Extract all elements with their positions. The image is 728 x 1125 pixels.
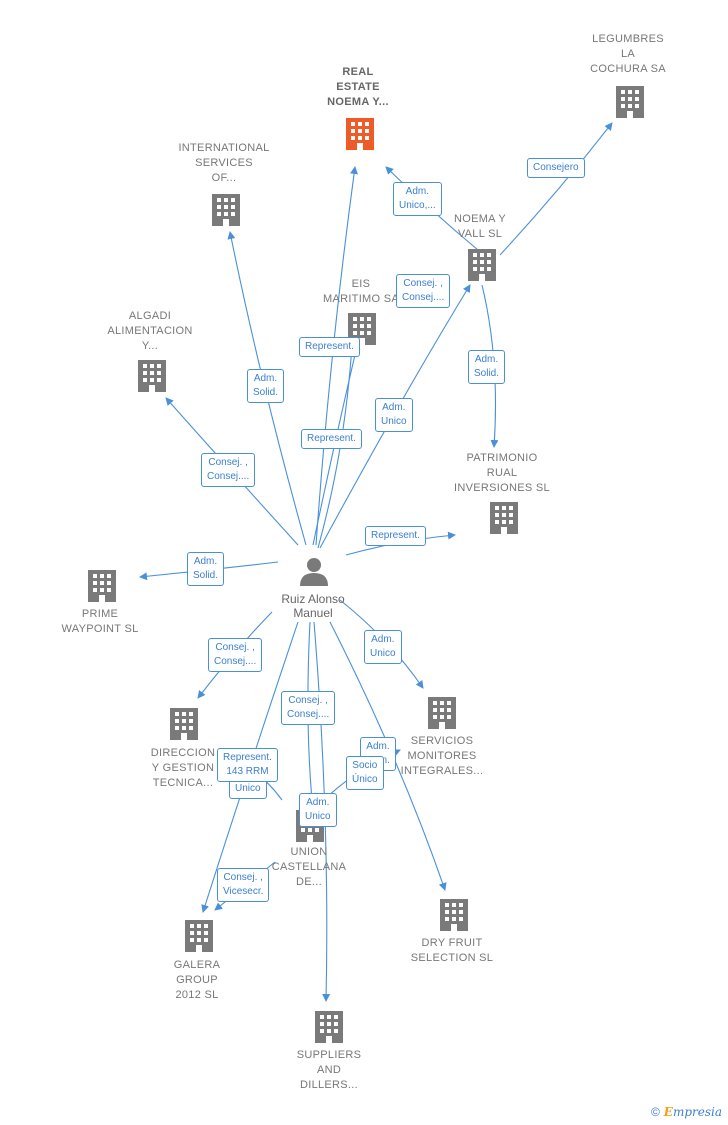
building-icon — [170, 708, 198, 740]
node-label: DIRECCION Y GESTION TECNICA... — [150, 747, 216, 789]
building-icon — [185, 920, 213, 952]
node-label: SERVICIOS MONITORES INTEGRALES... — [400, 735, 484, 777]
building-icon — [616, 86, 644, 118]
edge-label-consej[interactable]: Consej. , Consej.... — [396, 274, 451, 308]
building-icon — [315, 1011, 343, 1043]
edge-label-consej[interactable]: Consej. , Consej.... — [201, 453, 256, 487]
edge-label-adm-solid[interactable]: Adm. Solid. — [247, 369, 285, 403]
node-label: NOEMA Y VALL SL — [453, 213, 507, 240]
building-icon — [490, 502, 518, 534]
building-icon — [428, 697, 456, 729]
edge-label-adm-unico[interactable]: Adm. Unico — [299, 793, 337, 827]
edge-label-consej-vicesecr[interactable]: Consej. , Vicesecr. — [217, 868, 270, 902]
edge-label-adm-unico[interactable]: Adm. Unico — [364, 630, 402, 664]
node-label: REAL ESTATE NOEMA Y... — [327, 66, 389, 108]
building-icon — [468, 249, 496, 281]
edge-label-consej[interactable]: Consej. , Consej.... — [208, 638, 263, 672]
node-label: GALERA GROUP 2012 SL — [173, 959, 221, 1001]
building-icon — [138, 360, 166, 392]
empresia-logo[interactable]: ©Empresia — [651, 1105, 722, 1119]
edge-label-represent-143[interactable]: Represent. 143 RRM — [217, 748, 278, 782]
building-icon — [88, 570, 116, 602]
node-label: EIS MARITIMO SA — [322, 278, 400, 305]
edge-label-socio-unico[interactable]: Socio Único — [346, 756, 384, 790]
edge-legumbres — [499, 122, 613, 256]
edge-label-adm-solid[interactable]: Adm. Solid. — [187, 552, 225, 586]
node-label: UNION CASTELLANA DE... — [271, 846, 347, 888]
edge-label-adm-unico[interactable]: Adm. Unico,... — [393, 182, 442, 216]
edge-label-represent[interactable]: Represent. — [299, 337, 360, 357]
building-icon-main — [346, 118, 374, 150]
brand-name: mpresia — [672, 1105, 722, 1119]
person-label: Ruiz Alonso Manuel — [281, 592, 345, 620]
node-label: INTERNATIONAL SERVICES OF... — [178, 142, 270, 184]
person-icon — [300, 558, 328, 586]
edge-label-adm-solid[interactable]: Adm. Solid. — [468, 350, 506, 384]
building-icon — [212, 194, 240, 226]
building-icon — [440, 899, 468, 931]
copyright-symbol: © — [650, 1105, 660, 1119]
node-label: LEGUMBRES LA COCHURA SA — [590, 33, 666, 75]
node-label: SUPPLIERS AND DILLERS... — [296, 1049, 362, 1091]
node-label: DRY FRUIT SELECTION SL — [410, 937, 494, 964]
node-label: PATRIMONIO RUAL INVERSIONES SL — [454, 452, 550, 494]
brand-initial: E — [663, 1105, 673, 1119]
edge-label-consej[interactable]: Consej. , Consej.... — [281, 691, 336, 725]
edge-label-consejero[interactable]: Consejero — [527, 158, 585, 178]
edge-label-represent[interactable]: Represent. — [301, 429, 362, 449]
edge-label-represent[interactable]: Represent. — [365, 526, 426, 546]
node-label: ALGADI ALIMENTACION Y... — [107, 310, 193, 352]
node-label: PRIME WAYPOINT SL — [61, 608, 139, 635]
edge-label-adm-unico[interactable]: Adm. Unico — [375, 398, 413, 432]
